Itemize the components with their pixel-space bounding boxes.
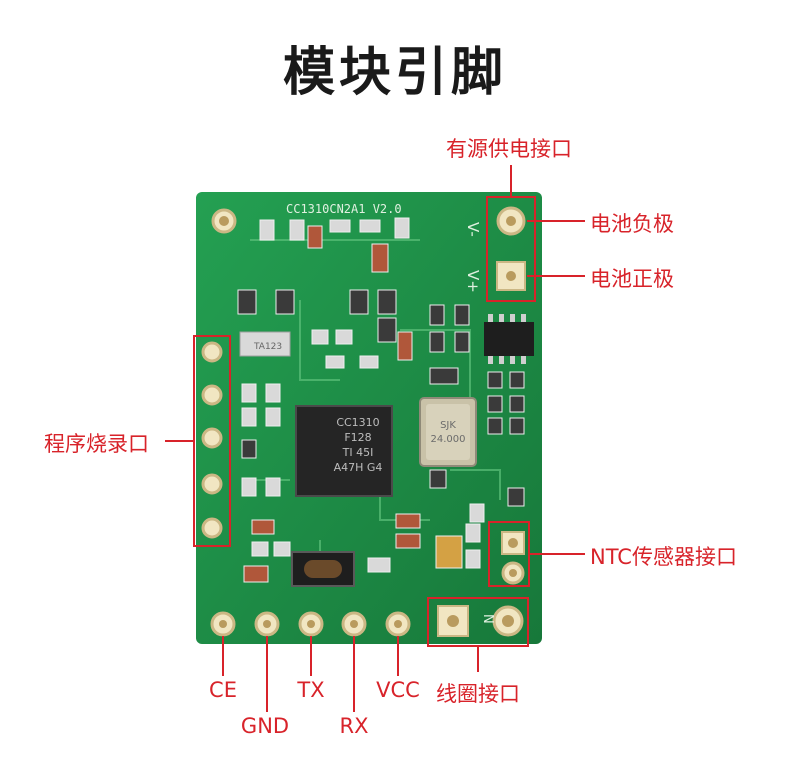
annotation-lines bbox=[165, 165, 585, 712]
coil-pads: N bbox=[437, 605, 524, 637]
cc1310-chip: CC1310 F128 TI 45I A47H G4 bbox=[295, 405, 393, 497]
programming-port-label: 程序烧录口 bbox=[44, 432, 149, 456]
pin-label-vcc: VCC bbox=[376, 678, 420, 702]
svg-text:24.000: 24.000 bbox=[431, 434, 466, 445]
v-plus-silkscreen: V+ bbox=[464, 270, 482, 293]
page-title: 模块引脚 bbox=[282, 43, 507, 103]
sop8-ic bbox=[484, 314, 534, 364]
battery-positive-pad bbox=[496, 261, 526, 291]
pin-label-ce: CE bbox=[209, 678, 237, 702]
svg-text:N: N bbox=[480, 614, 495, 624]
svg-text:F128: F128 bbox=[344, 431, 371, 444]
svg-text:CC1310: CC1310 bbox=[336, 416, 379, 429]
v-minus-silkscreen: V- bbox=[464, 222, 482, 237]
bottom-pin-pads bbox=[210, 611, 411, 637]
small-ic-marking: TA123 bbox=[253, 342, 282, 352]
smd-components bbox=[237, 217, 525, 583]
battery-positive-label: 电池正极 bbox=[590, 267, 674, 291]
svg-text:SJK: SJK bbox=[440, 420, 456, 431]
pin-label-tx: TX bbox=[297, 678, 325, 702]
pin-label-gnd: GND bbox=[240, 714, 290, 738]
coil-port-label: 线圈接口 bbox=[436, 682, 520, 706]
battery-negative-label: 电池负极 bbox=[590, 212, 674, 236]
power-supply-port-label: 有源供电接口 bbox=[446, 137, 572, 161]
ntc-pads bbox=[501, 531, 525, 585]
programming-pads bbox=[201, 341, 223, 539]
crystal-oscillator: SJK 24.000 bbox=[419, 397, 477, 467]
small-ic bbox=[239, 331, 291, 357]
svg-text:A47H G4: A47H G4 bbox=[334, 461, 383, 474]
pin-label-rx: RX bbox=[339, 714, 369, 738]
power-inductor bbox=[291, 551, 355, 587]
svg-text:TI 45I: TI 45I bbox=[342, 446, 374, 459]
board-id-silkscreen: CC1310CN2A1 V2.0 bbox=[286, 202, 402, 216]
ntc-sensor-port-label: NTC传感器接口 bbox=[590, 545, 737, 569]
